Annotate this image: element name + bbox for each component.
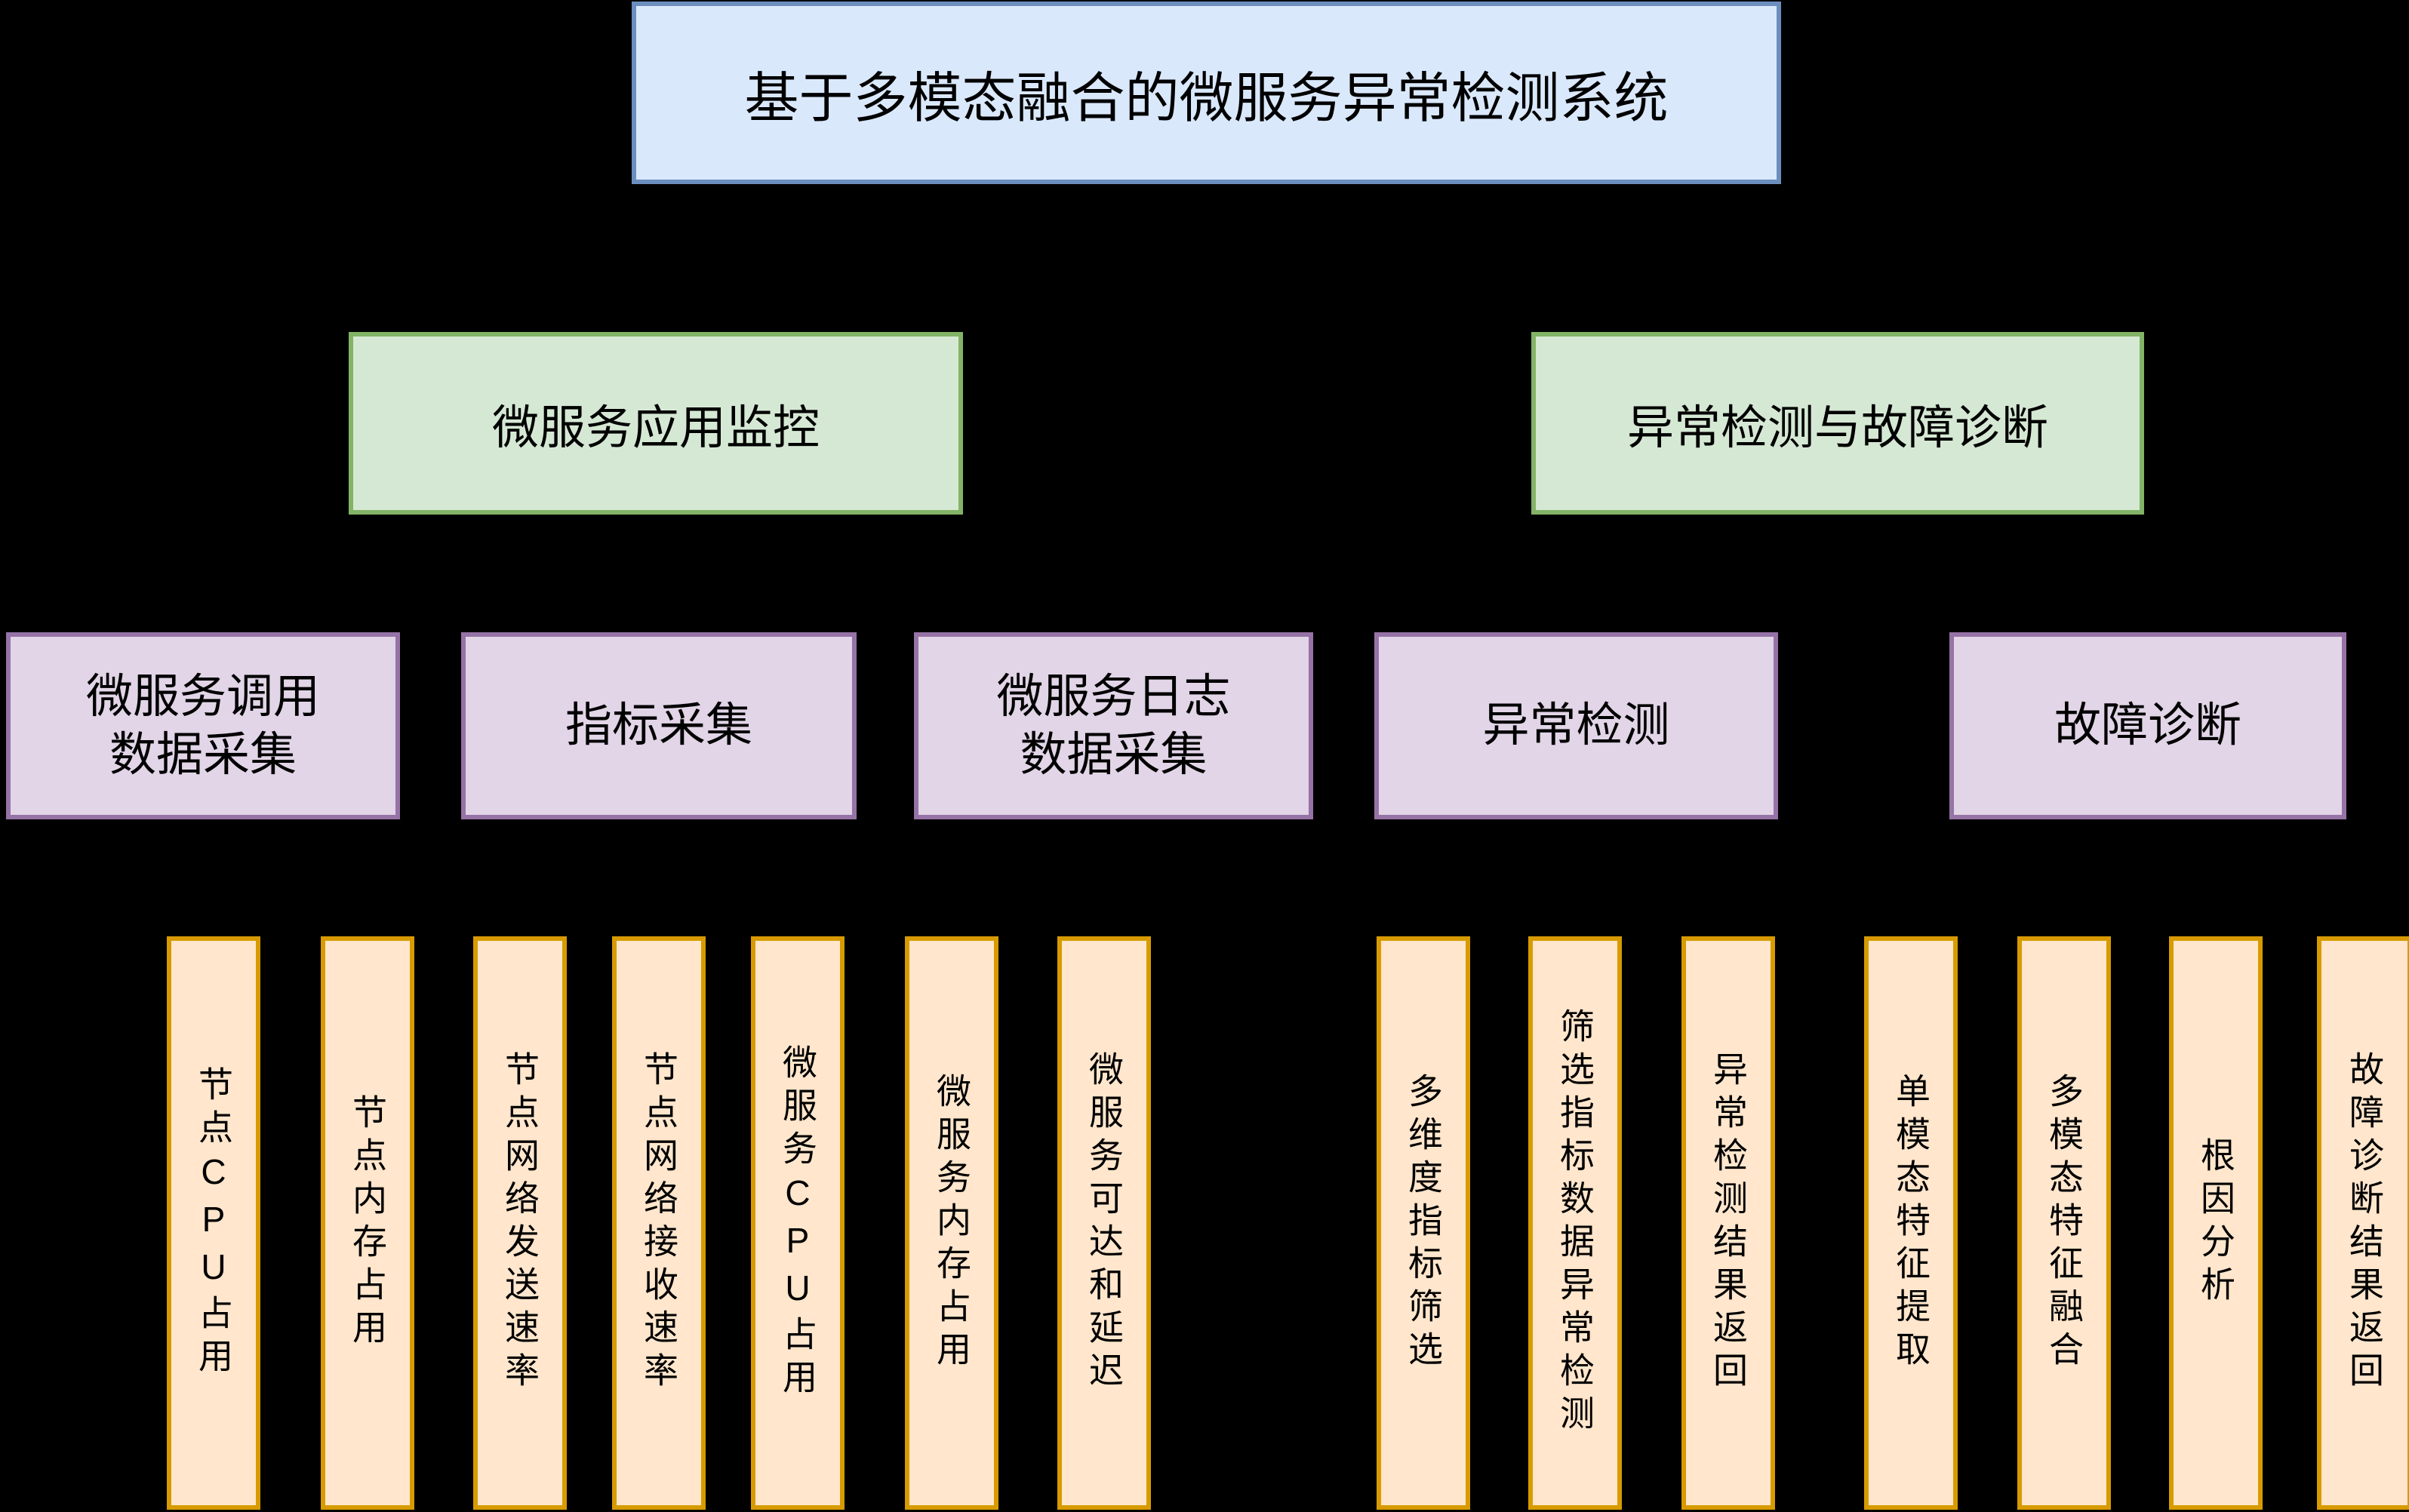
- leaf-service-memory-usage: 微服务内存占用: [905, 936, 998, 1510]
- group-box-microservice-monitoring: 微服务应用监控: [349, 332, 963, 515]
- module-label: 故障诊断: [2054, 699, 2241, 752]
- leaf-label: 微服务CPU占用: [778, 1044, 817, 1402]
- leaf-fault-diagnosis-result-return: 故障诊断结果返回: [2317, 936, 2409, 1510]
- leaf-label: 异常检测结果返回: [1709, 1051, 1748, 1395]
- leaf-label: 故障诊断结果返回: [2345, 1051, 2384, 1395]
- leaf-label: 根因分析: [2196, 1137, 2235, 1309]
- leaf-service-reachability-latency: 微服务可达和延迟: [1057, 936, 1151, 1510]
- leaf-label: 多维度指标筛选: [1404, 1072, 1443, 1374]
- module-box-metric-collection: 指标采集: [461, 632, 857, 819]
- leaf-label: 微服务内存占用: [932, 1072, 971, 1374]
- module-box-log-data-collection: 微服务日志 数据采集: [914, 632, 1313, 819]
- module-label: 微服务调用 数据采集: [85, 670, 320, 782]
- leaf-label: 节点CPU占用: [194, 1065, 233, 1381]
- leaf-label: 节点内存占用: [348, 1094, 387, 1352]
- module-label: 异常检测: [1482, 699, 1670, 752]
- title-box: 基于多模态融合的微服务异常检测系统: [632, 2, 1781, 184]
- leaf-node-network-send-rate: 节点网络发送速率: [473, 936, 567, 1510]
- leaf-label: 节点网络发送速率: [500, 1051, 540, 1395]
- leaf-label: 单模态特征提取: [1891, 1072, 1931, 1374]
- leaf-node-network-receive-rate: 节点网络接收速率: [612, 936, 706, 1510]
- leaf-multidimensional-metric-filtering: 多维度指标筛选: [1377, 936, 1470, 1510]
- leaf-filtered-metric-anomaly-detection: 筛选指标数据异常检测: [1528, 936, 1622, 1510]
- leaf-label: 多模态特征融合: [2044, 1072, 2084, 1374]
- leaf-label: 筛选指标数据异常检测: [1555, 1008, 1595, 1438]
- leaf-anomaly-detection-result-return: 异常检测结果返回: [1681, 936, 1775, 1510]
- group-label: 异常检测与故障诊断: [1626, 402, 2048, 454]
- leaf-node-memory-usage: 节点内存占用: [321, 936, 414, 1510]
- module-label: 指标采集: [565, 699, 752, 752]
- group-box-anomaly-detection-fault-diagnosis: 异常检测与故障诊断: [1531, 332, 2144, 515]
- module-box-fault-diagnosis: 故障诊断: [1949, 632, 2346, 819]
- leaf-label: 微服务可达和延迟: [1085, 1051, 1124, 1395]
- leaf-service-cpu-usage: 微服务CPU占用: [751, 936, 845, 1510]
- module-box-call-data-collection: 微服务调用 数据采集: [6, 632, 400, 819]
- leaf-root-cause-analysis: 根因分析: [2169, 936, 2263, 1510]
- group-label: 微服务应用监控: [491, 402, 820, 454]
- module-box-anomaly-detection: 异常检测: [1374, 632, 1778, 819]
- diagram-title: 基于多模态融合的微服务异常检测系统: [744, 68, 1669, 129]
- module-label: 微服务日志 数据采集: [996, 670, 1231, 782]
- leaf-label: 节点网络接收速率: [639, 1051, 678, 1395]
- leaf-unimodal-feature-extraction: 单模态特征提取: [1864, 936, 1958, 1510]
- leaf-node-cpu-usage: 节点CPU占用: [167, 936, 260, 1510]
- leaf-multimodal-feature-fusion: 多模态特征融合: [2017, 936, 2111, 1510]
